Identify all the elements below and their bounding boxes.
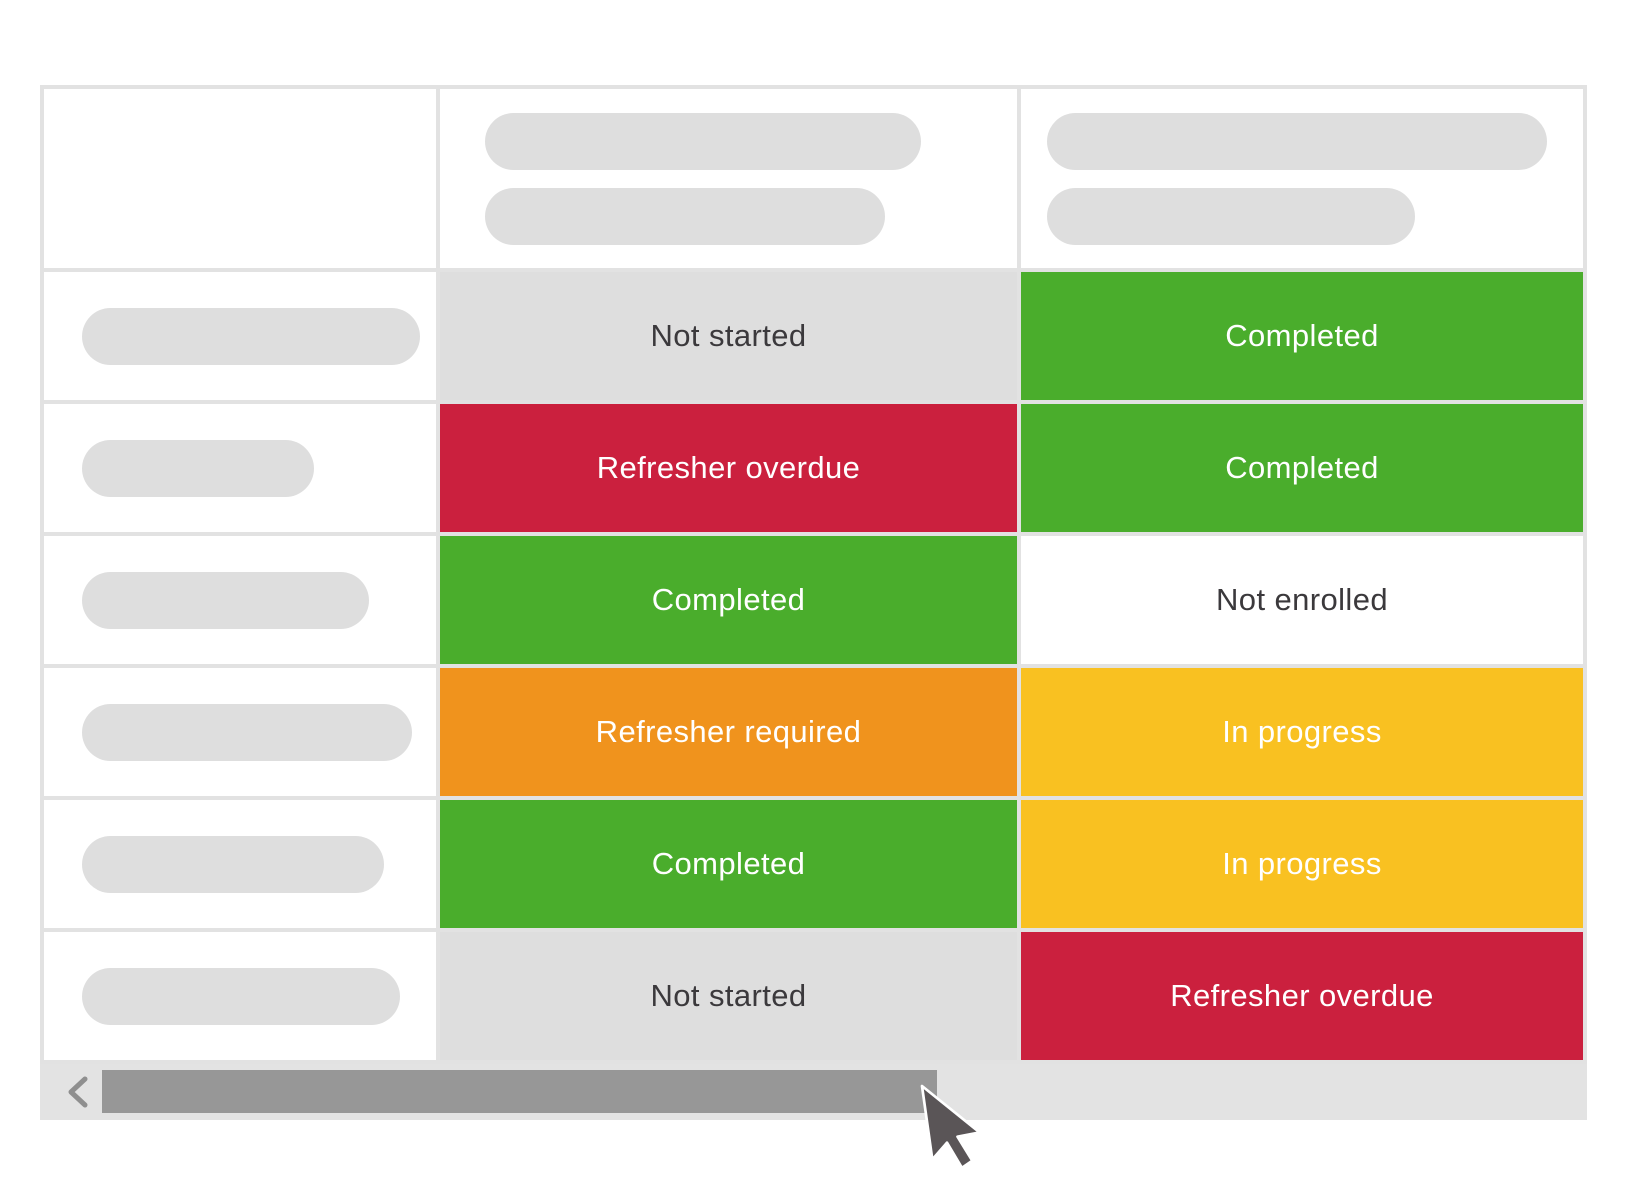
placeholder-pill (82, 439, 314, 497)
status-cell[interactable]: Completed (440, 536, 1017, 664)
horizontal-scrollbar-track[interactable] (40, 1064, 1587, 1120)
status-cell[interactable]: In progress (1021, 668, 1583, 796)
training-status-table: Not started Completed Refresher overdue … (40, 85, 1587, 1064)
table-corner-cell (44, 89, 436, 268)
status-cell[interactable]: Refresher overdue (440, 404, 1017, 532)
status-cell[interactable]: Not enrolled (1021, 536, 1583, 664)
status-cell[interactable]: Refresher overdue (1021, 932, 1583, 1060)
status-cell[interactable]: Completed (1021, 272, 1583, 400)
chevron-left-icon[interactable] (64, 1076, 92, 1108)
placeholder-pill (485, 187, 885, 245)
placeholder-pill (1047, 112, 1547, 170)
row-label-cell (44, 404, 436, 532)
row-label-cell (44, 932, 436, 1060)
placeholder-pill (485, 112, 921, 170)
row-label-cell (44, 800, 436, 928)
horizontal-scrollbar-thumb[interactable] (102, 1070, 937, 1113)
status-cell[interactable]: In progress (1021, 800, 1583, 928)
placeholder-pill (82, 703, 412, 761)
status-cell[interactable]: Completed (1021, 404, 1583, 532)
placeholder-pill (82, 835, 384, 893)
row-label-cell (44, 272, 436, 400)
placeholder-pill (1047, 187, 1415, 245)
placeholder-pill (82, 967, 400, 1025)
status-cell[interactable]: Not started (440, 932, 1017, 1060)
row-label-cell (44, 668, 436, 796)
status-cell[interactable]: Not started (440, 272, 1017, 400)
status-cell[interactable]: Completed (440, 800, 1017, 928)
table-header-cell-course-2 (1021, 89, 1583, 268)
row-label-cell (44, 536, 436, 664)
placeholder-pill (82, 571, 369, 629)
table-header-cell-course-1 (440, 89, 1017, 268)
placeholder-pill (82, 307, 420, 365)
status-cell[interactable]: Refresher required (440, 668, 1017, 796)
